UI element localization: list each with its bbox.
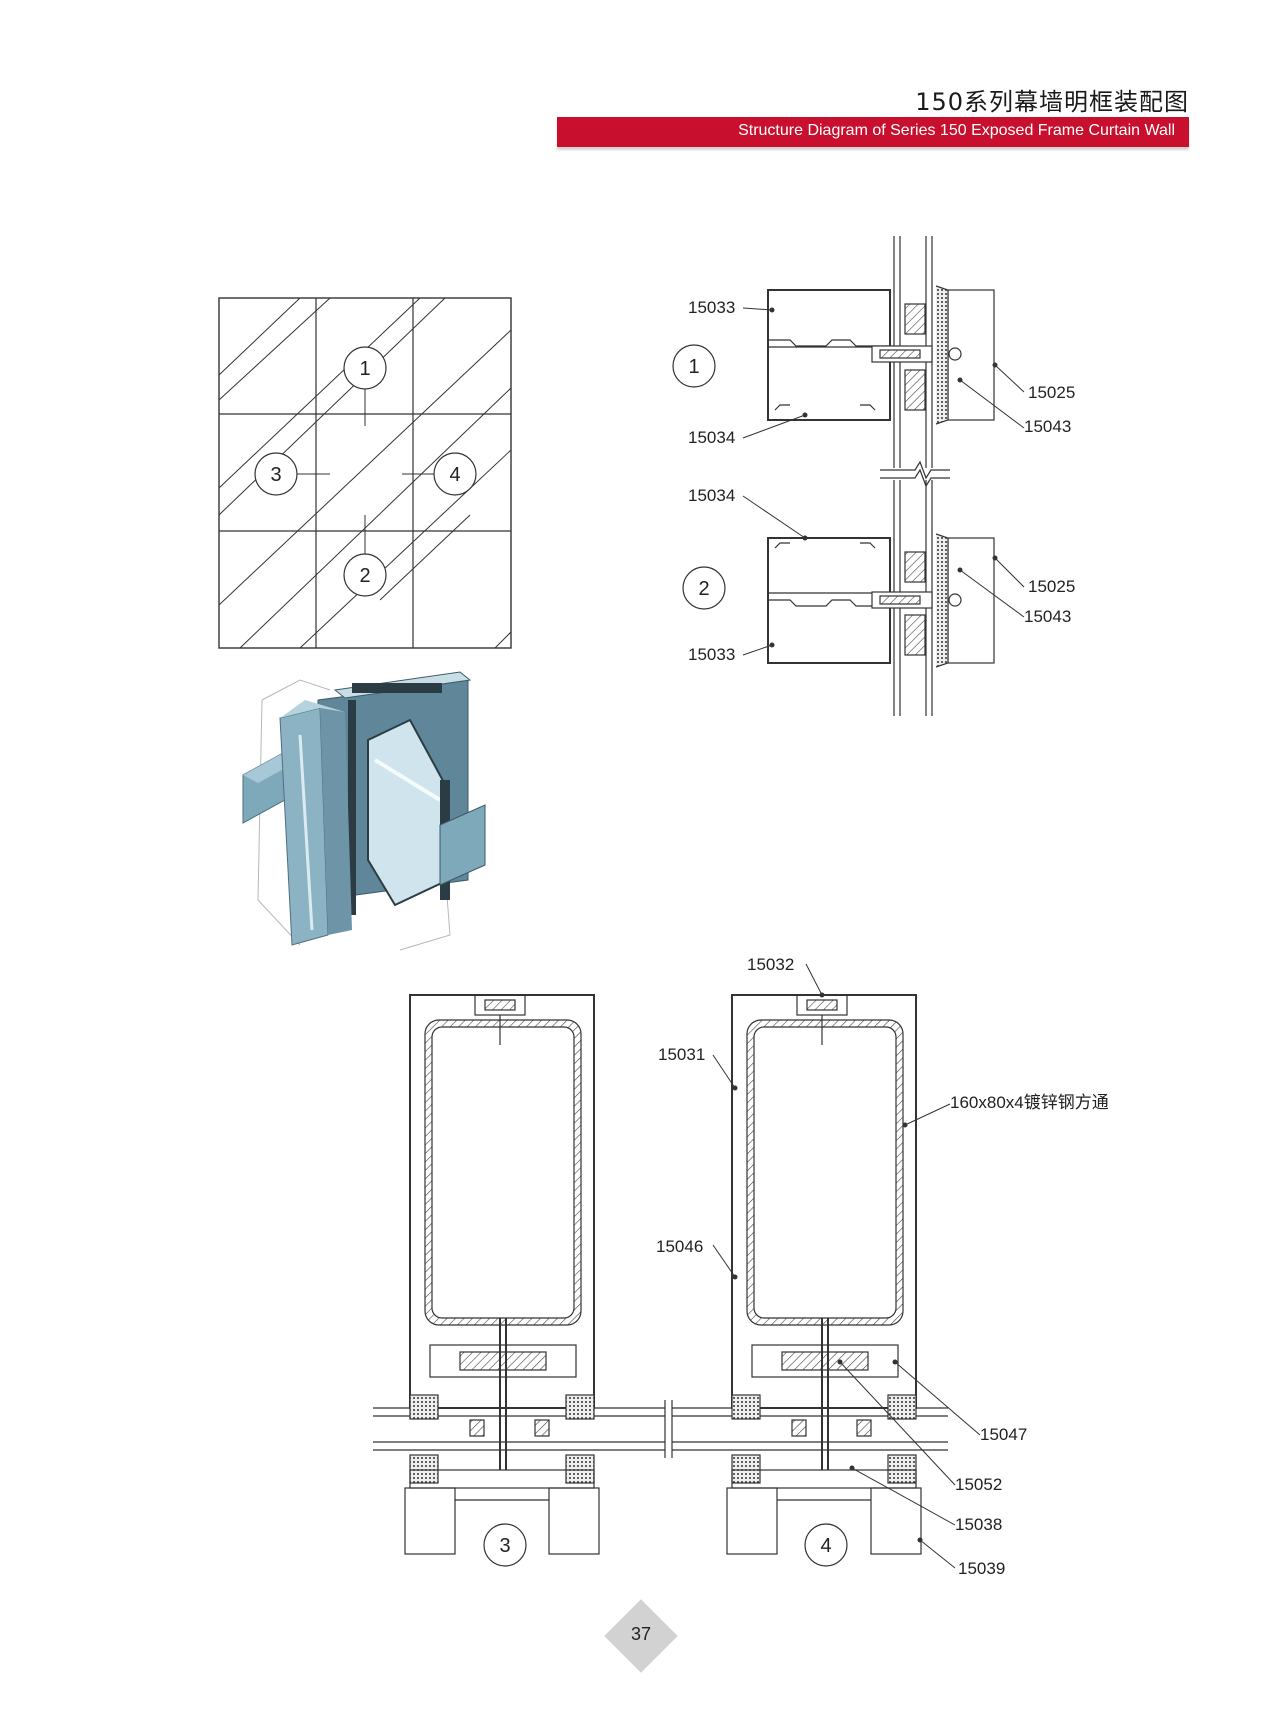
part-label-15033-top: 15033 bbox=[688, 298, 735, 317]
part-label-15039: 15039 bbox=[958, 1559, 1005, 1578]
part-label-15025-top: 15025 bbox=[1028, 383, 1075, 402]
part-label-15043-bottom: 15043 bbox=[1024, 607, 1071, 626]
part-label-15046: 15046 bbox=[656, 1237, 703, 1256]
frame-3d-rendering bbox=[242, 671, 486, 951]
part-label-15025-bottom: 15025 bbox=[1028, 577, 1075, 596]
part-label-15043-top: 15043 bbox=[1024, 417, 1071, 436]
part-label-15047: 15047 bbox=[980, 1425, 1027, 1444]
vsection-marker-1: 1 bbox=[688, 356, 699, 378]
grid-marker-3: 3 bbox=[270, 464, 281, 486]
part-label-15038: 15038 bbox=[955, 1515, 1002, 1534]
part-label-15031: 15031 bbox=[658, 1045, 705, 1064]
part-label-15052: 15052 bbox=[955, 1475, 1002, 1494]
header-bar: Structure Diagram of Series 150 Exposed … bbox=[557, 117, 1189, 147]
part-label-15033-bottom: 15033 bbox=[688, 645, 735, 664]
grid-marker-4: 4 bbox=[449, 464, 460, 486]
grid-elevation bbox=[218, 297, 512, 649]
page-number: 37 bbox=[630, 1624, 652, 1644]
part-label-steel-tube: 160x80x4镀锌钢方通 bbox=[950, 1093, 1109, 1112]
grid-marker-1: 1 bbox=[359, 358, 370, 380]
page-title: 150系列幕墙明框装配图 bbox=[915, 88, 1189, 116]
vsection-marker-2: 2 bbox=[698, 578, 709, 600]
vertical-section bbox=[672, 236, 1025, 716]
grid-marker-2: 2 bbox=[359, 565, 370, 587]
part-label-15032: 15032 bbox=[747, 955, 794, 974]
hsection-marker-3: 3 bbox=[499, 1535, 510, 1557]
part-label-15034-top: 15034 bbox=[688, 428, 735, 447]
horizontal-section bbox=[373, 963, 981, 1569]
page-subtitle: Structure Diagram of Series 150 Exposed … bbox=[738, 122, 1175, 139]
part-label-15034-bottom: 15034 bbox=[688, 486, 735, 505]
hsection-marker-4: 4 bbox=[820, 1535, 831, 1557]
